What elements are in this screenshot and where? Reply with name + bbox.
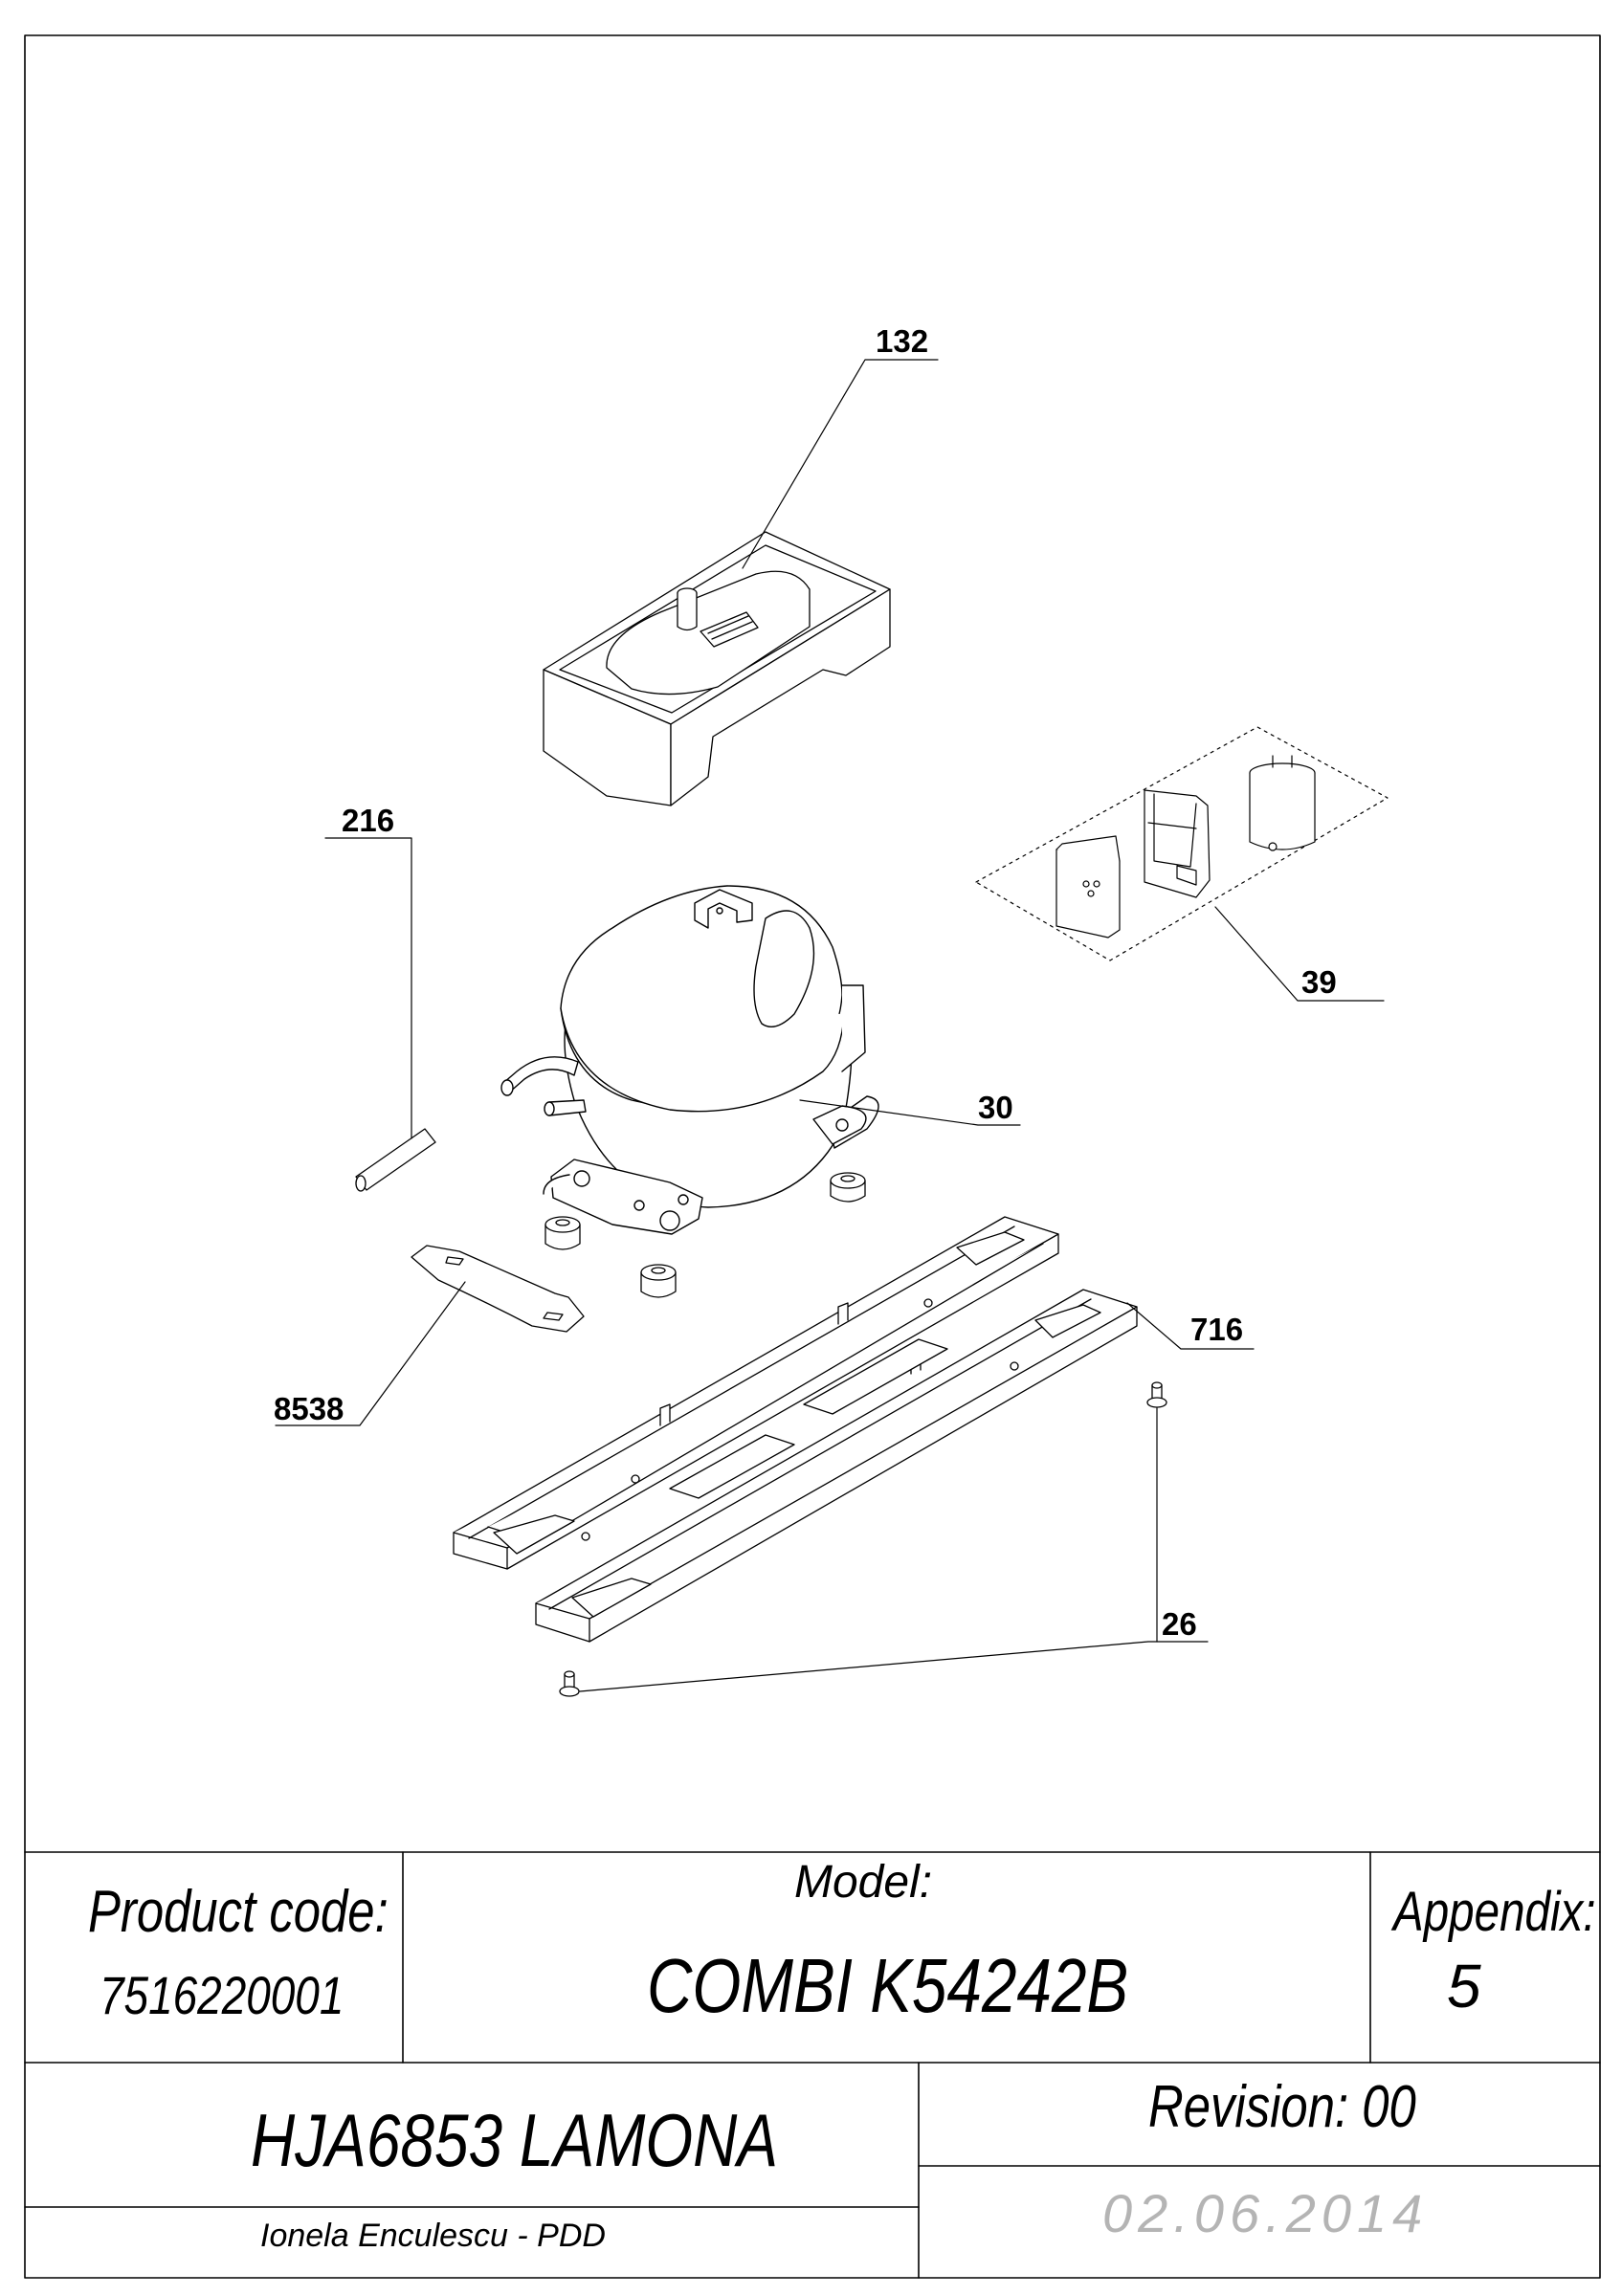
part-26-screws	[559, 1381, 1167, 1697]
part-grommets	[544, 1172, 866, 1298]
date: 02.06.2014	[1102, 2183, 1429, 2243]
model-label: Model:	[794, 1857, 933, 1908]
revision: Revision: 00	[1148, 2074, 1416, 2140]
callout-8538: 8538	[274, 1391, 344, 1426]
part-8538-plate	[411, 1245, 585, 1333]
callout-716: 716	[1190, 1312, 1244, 1347]
title-block-grid	[24, 34, 1601, 2279]
part-716-base-rails	[453, 1216, 1138, 1643]
part-132-cover	[543, 531, 891, 806]
leader-lines	[275, 359, 1385, 1692]
author: Ionela Enculescu - PDD	[260, 2218, 606, 2254]
appendix-value: 5	[1447, 1952, 1481, 2020]
part-30-compressor	[500, 885, 879, 1235]
callout-30: 30	[978, 1090, 1013, 1125]
appendix-label: Appendix:	[1393, 1881, 1596, 1943]
callout-26: 26	[1162, 1606, 1197, 1642]
part-39-electrical-kit	[975, 726, 1389, 961]
product-name: HJA6853 LAMONA	[251, 2098, 779, 2182]
callout-132: 132	[876, 323, 929, 359]
part-216-tube	[355, 1128, 436, 1192]
callout-216: 216	[342, 803, 395, 838]
model-value: COMBI K54242B	[647, 1943, 1129, 2028]
callout-39: 39	[1301, 964, 1337, 1000]
product-code-value: 7516220001	[100, 1965, 344, 2025]
product-code-label: Product code:	[88, 1879, 389, 1945]
